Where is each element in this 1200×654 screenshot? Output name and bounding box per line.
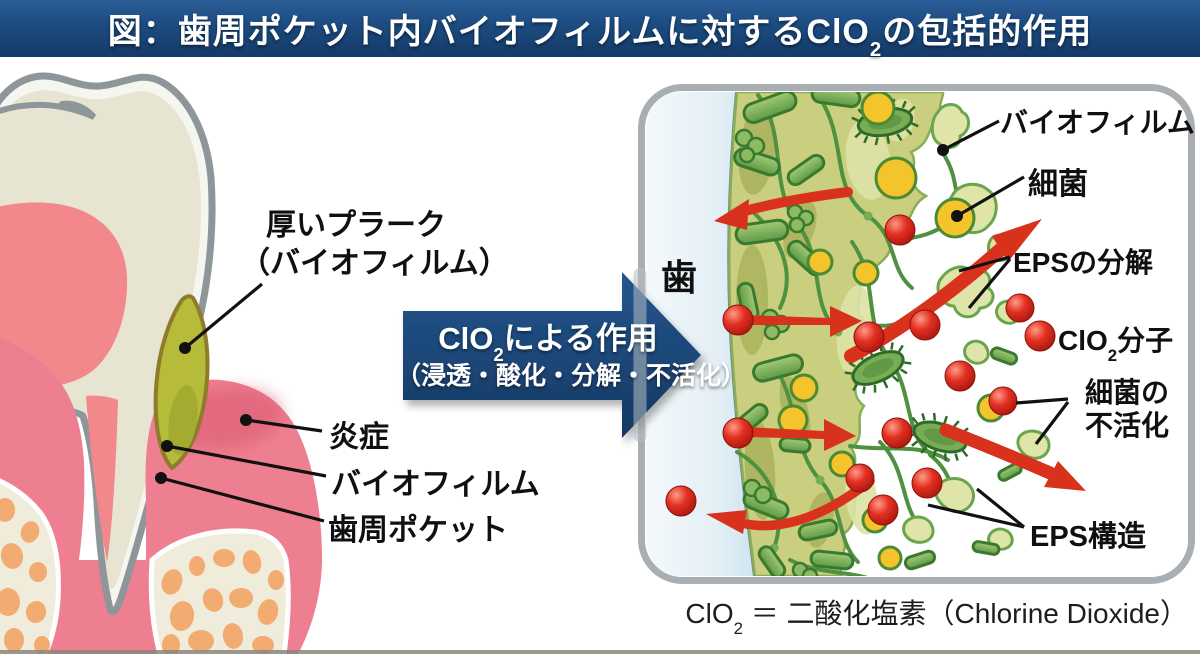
title-bar: 図：歯周ポケット内バイオフィルムに対するClO2の包括的作用: [0, 0, 1200, 61]
rod-bacteria: [731, 92, 862, 576]
panel-border-overlay: [633, 268, 647, 442]
label-eps-structure: EPS構造: [1030, 521, 1147, 553]
biofilm-panel: [638, 84, 1195, 584]
fissure-line: [0, 100, 97, 120]
label-eps-breakdown: EPSの分解: [1013, 247, 1154, 278]
page-title: 図：歯周ポケット内バイオフィルムに対するClO2の包括的作用: [107, 13, 1093, 61]
red-arrow-penetrate-1: [746, 306, 862, 337]
label-thick-plaque: 厚いプラーク （バイオフィルム）: [240, 209, 509, 280]
bone-left: [0, 478, 61, 654]
green-cocci: [734, 128, 819, 576]
pointer-lines: [155, 119, 1070, 529]
action-arrow-text-line1: ClO2による作用: [438, 321, 658, 365]
red-arrow-left-bottom: [706, 510, 747, 534]
panel-content: [646, 92, 1086, 576]
caption-clo2-definition: ClO2 ＝ 二酸化塩素（Chlorine Dioxide）: [685, 598, 1188, 638]
label-inflammation: 炎症: [329, 421, 389, 454]
label-tooth: 歯: [661, 257, 698, 298]
tooth-pulp: [0, 202, 128, 388]
label-bacteria: 細菌: [1028, 168, 1088, 201]
label-clo2-molecule: ClO2分子: [1058, 325, 1174, 365]
root-canal: [86, 395, 118, 562]
label-biofilm-panel: バイオフィルム: [1000, 107, 1195, 138]
action-arrow: [403, 272, 701, 438]
tooth-illustration: [0, 72, 323, 654]
label-bacteria-inactivation: 細菌の 不活化: [1084, 377, 1169, 441]
red-arrow-down-right: [1044, 461, 1086, 491]
red-arrow-penetrate-2: [746, 419, 856, 451]
plaque-shade: [168, 385, 198, 455]
red-arrow-left-top: [714, 199, 749, 230]
red-arrow-up-right: [992, 219, 1042, 262]
action-arrow-text-line2: （浸透・酸化・分解・不活化）: [396, 362, 747, 390]
label-biofilm-left: バイオフィルム: [331, 468, 540, 501]
eps-fragments: [902, 103, 1051, 571]
bone-right: [148, 528, 291, 654]
action-arrow-shape: [403, 272, 701, 438]
label-periodontal-pocket: 歯周ポケット: [328, 514, 508, 547]
clo2-molecules: [665, 214, 1035, 526]
spiky-bacterium: [844, 342, 912, 394]
bottom-edge-strip: [0, 650, 1200, 654]
clo2-molecule-bullet: [1024, 320, 1056, 352]
